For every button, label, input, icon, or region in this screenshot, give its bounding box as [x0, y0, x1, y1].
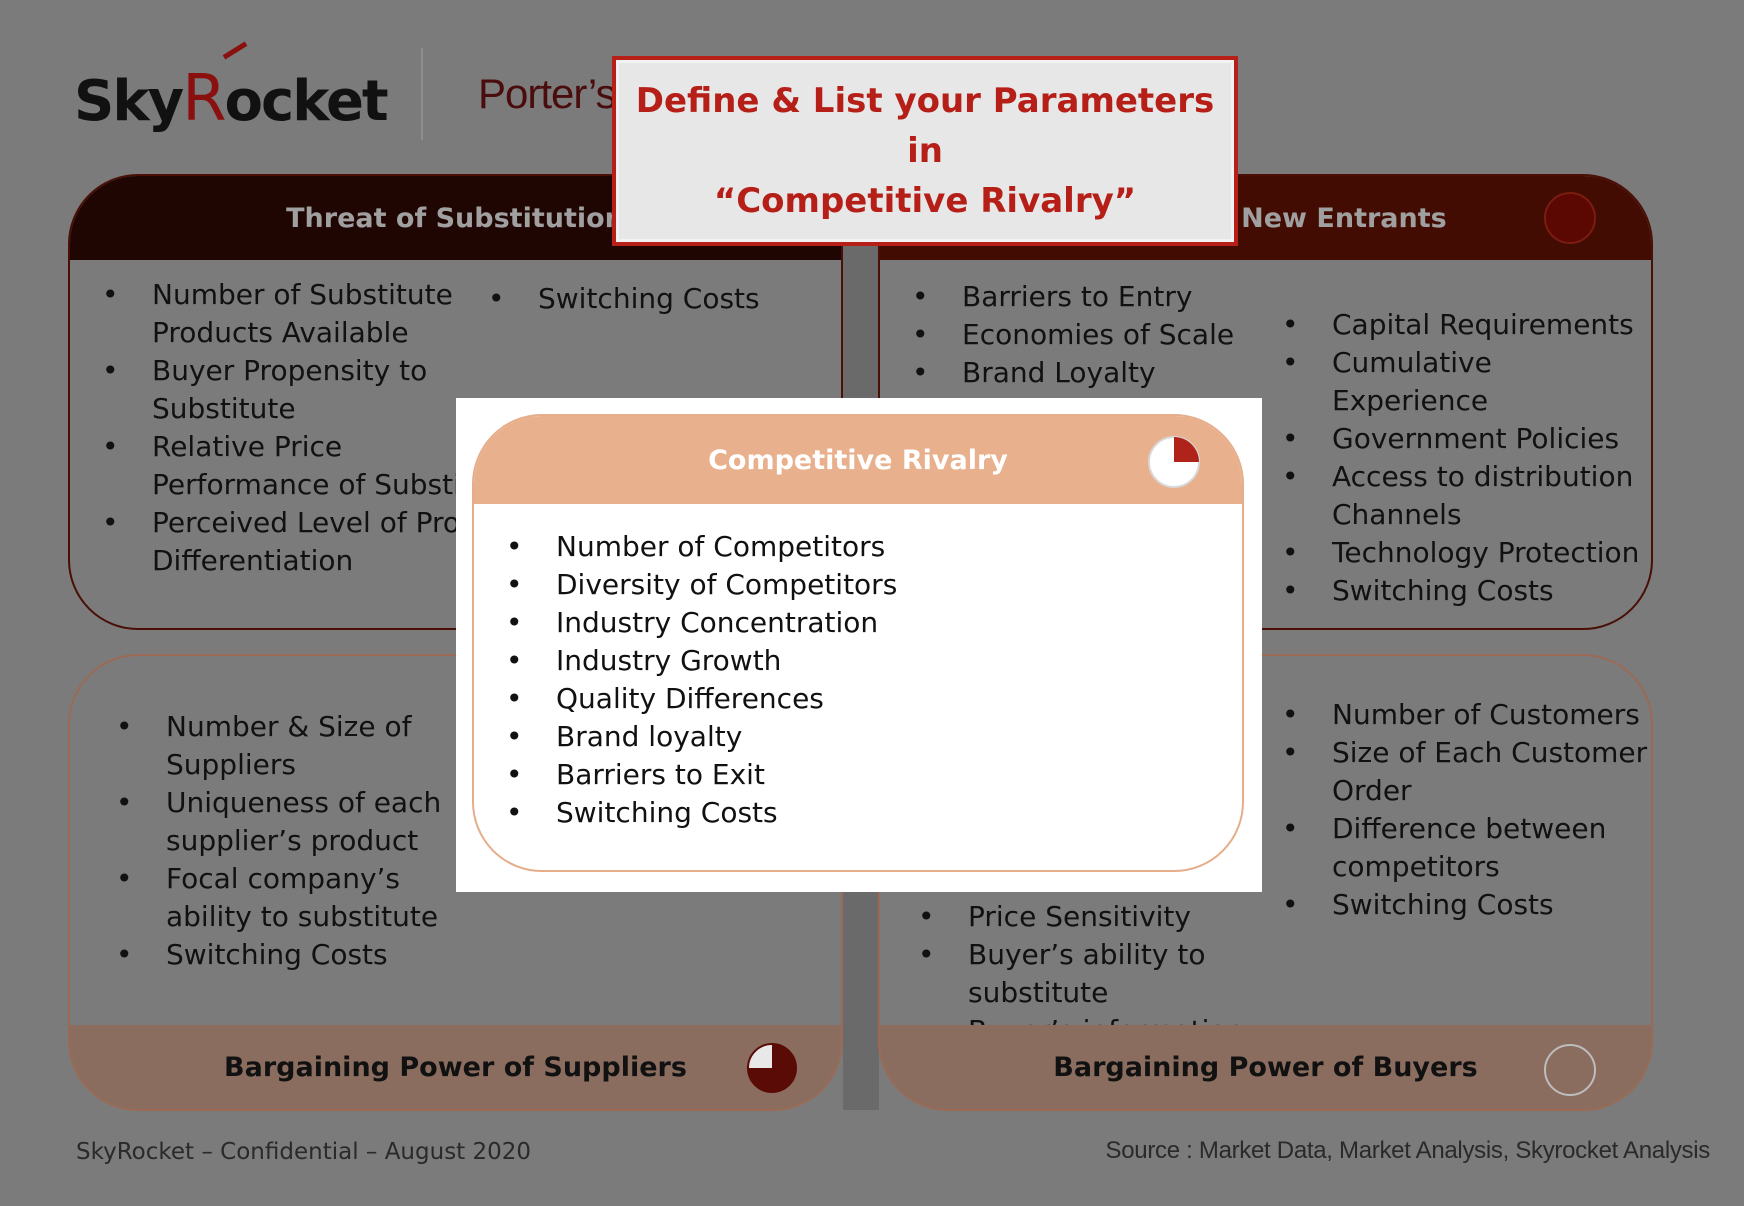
list-item: Number of Competitors [506, 528, 1106, 566]
competitive-rivalry-title: Competitive Rivalry [708, 444, 1008, 476]
new-entrants-list: Barriers to Entry Economies of Scale Bra… [912, 278, 1252, 392]
list-item: Buyer’s ability to substitute [918, 936, 1338, 1012]
list-item: Industry Growth [506, 642, 1106, 680]
list-item: Technology Protection [1282, 534, 1651, 572]
list-item: Quality Differences [506, 680, 1106, 718]
callout-line-2: “Competitive Rivalry” [713, 181, 1137, 221]
competitive-rivalry-card: Competitive Rivalry Number of Competitor… [472, 414, 1244, 872]
list-item: Barriers to Entry [912, 278, 1252, 316]
list-item: Access to distribution Channels [1282, 458, 1651, 534]
list-item: Number & Size of Suppliers [116, 708, 456, 784]
header-divider [421, 48, 423, 140]
pie-three-quarter-icon [747, 1043, 797, 1093]
list-item: Number of Customers [1282, 696, 1651, 734]
list-item: Barriers to Exit [506, 756, 1106, 794]
empty-circle-icon [1544, 192, 1596, 244]
threat-of-substitution-title: Threat of Substitution [286, 202, 624, 234]
list-item: Difference between competitors [1282, 810, 1651, 886]
bargaining-power-suppliers-panel: Number & Size of Suppliers Uniqueness of… [68, 654, 843, 1111]
suppliers-title: Bargaining Power of Suppliers [224, 1051, 687, 1083]
list-item: Size of Each Customer Order [1282, 734, 1651, 810]
footer-source: Source : Market Data, Market Analysis, S… [1105, 1137, 1711, 1164]
list-item: Switching Costs [506, 794, 1106, 832]
list-item: Buyer Propensity to Substitute [102, 352, 522, 428]
list-item: Economies of Scale [912, 316, 1252, 354]
list-item: Capital Requirements [1282, 306, 1651, 344]
empty-circle-icon [1544, 1044, 1596, 1096]
new-entrants-title: f New Entrants [1220, 202, 1447, 234]
list-item: Government Policies [1282, 420, 1651, 458]
list-item: Price Sensitivity [918, 898, 1338, 936]
rivalry-list: Number of Competitors Diversity of Compe… [506, 528, 1106, 832]
buyers-title: Bargaining Power of Buyers [1053, 1051, 1478, 1083]
list-item: Switching Costs [488, 280, 828, 318]
footer-confidential: SkyRocket – Confidential – August 2020 [76, 1139, 532, 1165]
skyrocket-logo: SkyRocket [70, 40, 390, 140]
list-item: Switching Costs [1282, 572, 1651, 610]
list-item: Brand loyalty [506, 718, 1106, 756]
buyers-list-right: Number of Customers Size of Each Custome… [1282, 696, 1651, 924]
list-item: Industry Concentration [506, 604, 1106, 642]
instruction-callout: Define & List your Parameters in “Compet… [612, 56, 1238, 246]
list-item: Switching Costs [116, 936, 456, 974]
bargaining-power-buyers-panel: Number of Customers Size of Each Custome… [878, 654, 1653, 1111]
list-item: Uniqueness of each supplier’s product [116, 784, 456, 860]
slide-title: Porter’s [478, 70, 617, 117]
list-item: Focal company’s ability to substitute [116, 860, 456, 936]
list-item: Cumulative Experience [1282, 344, 1651, 420]
list-item: Diversity of Competitors [506, 566, 1106, 604]
suppliers-list: Number & Size of Suppliers Uniqueness of… [116, 708, 456, 974]
list-item: Number of Substitute Products Available [102, 276, 522, 352]
list-item: Brand Loyalty [912, 354, 1252, 392]
new-entrants-list-2: Capital Requirements Cumulative Experien… [1282, 306, 1651, 610]
pie-quarter-icon [1148, 436, 1200, 488]
callout-line-1: Define & List your Parameters in [635, 81, 1215, 171]
substitution-list-2: Switching Costs [488, 280, 828, 318]
